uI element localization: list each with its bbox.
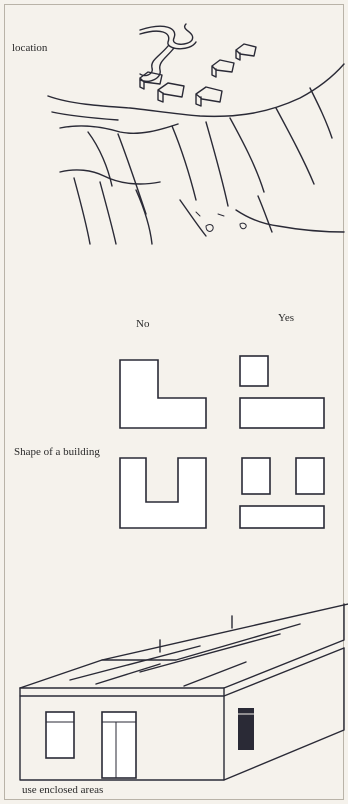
enclosed-caption: use enclosed areas [22, 784, 103, 796]
window-left [46, 712, 74, 758]
